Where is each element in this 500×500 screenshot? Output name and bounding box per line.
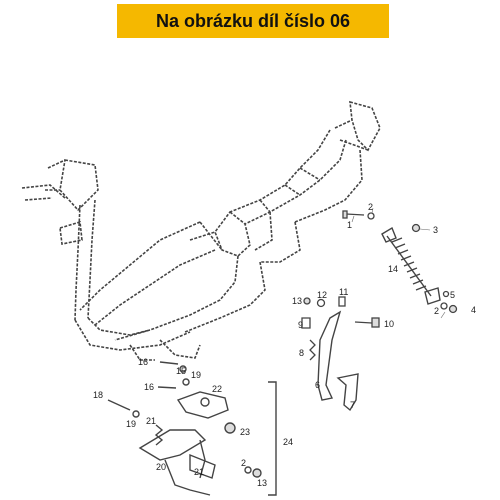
nut-13a (303, 297, 311, 305)
nut-3 (411, 223, 421, 233)
callout-2b: 2 (434, 306, 439, 316)
bracket-22 (176, 391, 229, 419)
spring-8 (309, 339, 316, 361)
washer-19b (132, 410, 140, 418)
callout-21a: 21 (146, 416, 156, 426)
callout-14: 14 (388, 264, 398, 274)
title-banner: Na obrázku díl číslo 06 (117, 4, 389, 38)
washer-2b (440, 302, 448, 310)
nut-4 (448, 304, 458, 314)
stand-20 (138, 429, 207, 461)
shock-absorber (381, 226, 441, 305)
callout-2a: 2 (368, 202, 373, 212)
washer-5 (442, 290, 450, 298)
bolt-1 (345, 213, 365, 216)
callout-2c: 2 (241, 458, 246, 468)
callout-15: 15 (176, 366, 186, 376)
scooter-frame (21, 100, 381, 361)
callout-21b: 21 (194, 467, 204, 477)
callout-16a: 16 (138, 357, 148, 367)
washer-2c (244, 466, 252, 474)
bolt-18 (107, 399, 131, 411)
washer-19a (182, 378, 190, 386)
callout-11: 11 (339, 287, 348, 297)
callout-22: 22 (212, 384, 222, 394)
callout-20: 20 (156, 462, 166, 472)
callout-10: 10 (384, 319, 394, 329)
callout-24: 24 (283, 437, 293, 447)
callout-18: 18 (93, 390, 103, 400)
leader-lines (351, 207, 446, 319)
washer-15 (179, 365, 187, 373)
side-stand (317, 310, 359, 412)
callout-5: 5 (450, 290, 455, 300)
callout-23: 23 (240, 427, 250, 437)
group-bracket-24 (268, 381, 277, 496)
callout-1: 1 (347, 220, 352, 230)
callout-8: 8 (299, 348, 304, 358)
bushing-12 (316, 298, 326, 308)
bolt-10 (354, 321, 373, 324)
callout-19b: 19 (126, 419, 136, 429)
callout-3: 3 (433, 225, 438, 235)
shock-spring (391, 237, 427, 291)
callout-7: 7 (350, 400, 355, 410)
washer-2a (367, 212, 375, 220)
callout-13b: 13 (257, 478, 267, 488)
callout-12: 12 (317, 290, 327, 300)
callout-6: 6 (315, 380, 320, 390)
callout-4: 4 (471, 305, 476, 315)
callout-9: 9 (298, 320, 303, 330)
callout-19a: 19 (191, 370, 201, 380)
center-stand (107, 361, 277, 496)
callout-16b: 16 (144, 382, 154, 392)
spacer-11 (338, 296, 346, 307)
callout-labels: 1 2 3 14 5 2 4 13 12 11 10 9 8 6 7 16 15… (93, 202, 476, 488)
nut-13b (252, 468, 262, 478)
nut-23 (224, 422, 236, 434)
plate-9 (301, 317, 311, 329)
callout-13a: 13 (292, 296, 302, 306)
bolt-16a (159, 361, 179, 365)
spring-21a (154, 424, 164, 446)
bolt-16b (157, 386, 177, 389)
title-text: Na obrázku díl číslo 06 (155, 10, 351, 31)
hardware-parts (301, 210, 458, 361)
